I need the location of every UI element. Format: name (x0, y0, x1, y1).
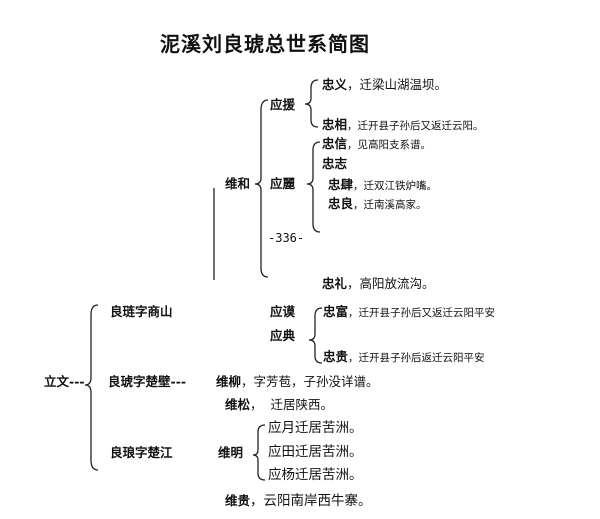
brace-root (84, 304, 99, 471)
node-weiliu: 维柳，字芳苞，子孙没详谱。 (216, 374, 379, 390)
name: 忠义 (322, 77, 348, 92)
note: ，迁南溪高家。 (353, 199, 427, 211)
node-yingli: 应麗 (270, 176, 296, 191)
node-zhongxin: 忠信，见高阳支系谱。 (322, 136, 431, 153)
node-zhongxiang: 忠相，迁开县子孙后又返迁云阳。 (322, 117, 484, 134)
node-zhongfu: 忠富，迁开县子孙后又返迁云阳平安 (323, 304, 495, 321)
node-son-2: 良琥字楚壁--- (108, 374, 187, 389)
node-zhonggui: 忠贵，迁开县子孙后返迁云阳平安 (323, 349, 485, 366)
name: 忠礼 (322, 276, 348, 291)
note: ，迁开县子孙后又返迁云阳平安 (348, 307, 496, 319)
name: 维柳 (216, 374, 242, 389)
node-zhongli: 忠礼，高阳放流沟。 (322, 276, 435, 292)
name: 忠富 (323, 304, 349, 319)
note: ，迁双江铁炉嘴。 (353, 180, 438, 192)
node-weihe: 维和 (225, 176, 251, 191)
note: ，云阳南岸西牛寨。 (250, 493, 372, 509)
node-son-1: 良琏字商山 (110, 304, 173, 319)
name: 忠相 (322, 117, 348, 132)
note: ，迁梁山湖温坝。 (347, 77, 448, 92)
node-zhongyi: 忠义，迁梁山湖温坝。 (322, 77, 447, 93)
node-yingyuan: 应援 (270, 97, 296, 112)
node-son-3: 良琅字楚江 (110, 445, 173, 460)
brace-yingdian (308, 307, 323, 364)
node-weisong: 维松， 迁居陕西。 (225, 397, 333, 413)
name: 忠肆 (328, 177, 354, 192)
node-weiming: 维明 (218, 445, 244, 460)
name: 忠贵 (323, 349, 349, 364)
node-yingtian: 应田迁居苦洲。 (268, 444, 363, 460)
note: ，高阳放流沟。 (347, 276, 435, 291)
diagram-title: 泥溪刘良琥总世系简图 (160, 32, 370, 56)
node-weigui: 维贵，云阳南岸西牛寨。 (225, 493, 372, 509)
name: 维松 (225, 397, 251, 412)
node-zhongsi: 忠肆，迁双江铁炉嘴。 (328, 177, 437, 194)
note: ， 迁居陕西。 (250, 397, 333, 412)
node-yingyue: 应月迁居苦洲。 (268, 420, 363, 436)
brace-yingli (306, 141, 321, 233)
brace-weiming (252, 424, 266, 481)
node-zhongzhi: 忠志 (322, 156, 348, 171)
name: 忠信 (322, 136, 348, 151)
page-number: -336- (268, 231, 305, 245)
brace-weihe (254, 99, 269, 278)
node-yingyang: 应杨迁居苦洲。 (268, 467, 363, 483)
name: 忠良 (328, 196, 354, 211)
node-yingmo: 应谟 (270, 304, 296, 319)
note: ，迁开县子孙后又返迁云阳。 (347, 120, 484, 132)
note: ，迁开县子孙后返迁云阳平安 (348, 352, 485, 364)
name: 维贵 (225, 493, 251, 508)
brace-yingyuan (304, 79, 319, 128)
node-yingdian: 应典 (270, 328, 296, 343)
node-root: 立文--- (44, 374, 85, 389)
node-zhongliang: 忠良，迁南溪高家。 (328, 196, 427, 213)
note: ，见高阳支系谱。 (347, 139, 432, 151)
note: ，字芳苞，子孙没详谱。 (241, 374, 379, 389)
